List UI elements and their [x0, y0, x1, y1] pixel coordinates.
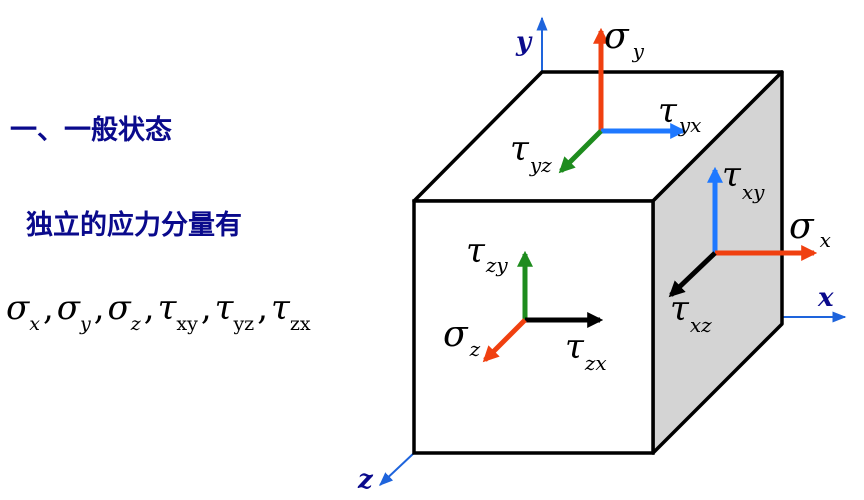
subheading: 独立的应力分量有 — [26, 210, 242, 241]
tau-xz-arrow — [668, 251, 717, 298]
y-axis-label: y — [515, 27, 533, 57]
separator: , — [42, 288, 54, 328]
separator: , — [200, 288, 212, 328]
x-axis-label: x — [817, 283, 834, 313]
z-axis-arrow — [378, 452, 415, 486]
component-sigma-y: σy — [56, 288, 91, 335]
sigma-z-arrow — [482, 318, 527, 363]
tau-zy-label: τzy — [466, 231, 508, 277]
tau-xz-label: τxz — [670, 289, 712, 337]
tau-yz-label: τyz — [510, 129, 552, 177]
component-tau-zx: τzx — [271, 288, 311, 335]
separator: , — [257, 288, 269, 328]
tau-yz-arrow — [558, 129, 603, 174]
section-heading: 一、一般状态 — [10, 115, 172, 146]
component-sigma-z: σz — [107, 288, 141, 335]
stress-components-formula: σx,σy,σz,τxy,τyz,τzx — [6, 288, 311, 335]
z-axis-label: z — [357, 465, 374, 495]
component-sigma-x: σx — [6, 288, 40, 335]
tau-zx-label: τzx — [565, 327, 607, 375]
cube-front-face — [412, 199, 655, 455]
separator: , — [93, 288, 105, 328]
component-tau-yz: τyz — [214, 288, 255, 335]
tau-xy-label: τxy — [722, 155, 765, 204]
separator: , — [143, 288, 155, 328]
component-tau-xy: τxy — [157, 288, 198, 335]
